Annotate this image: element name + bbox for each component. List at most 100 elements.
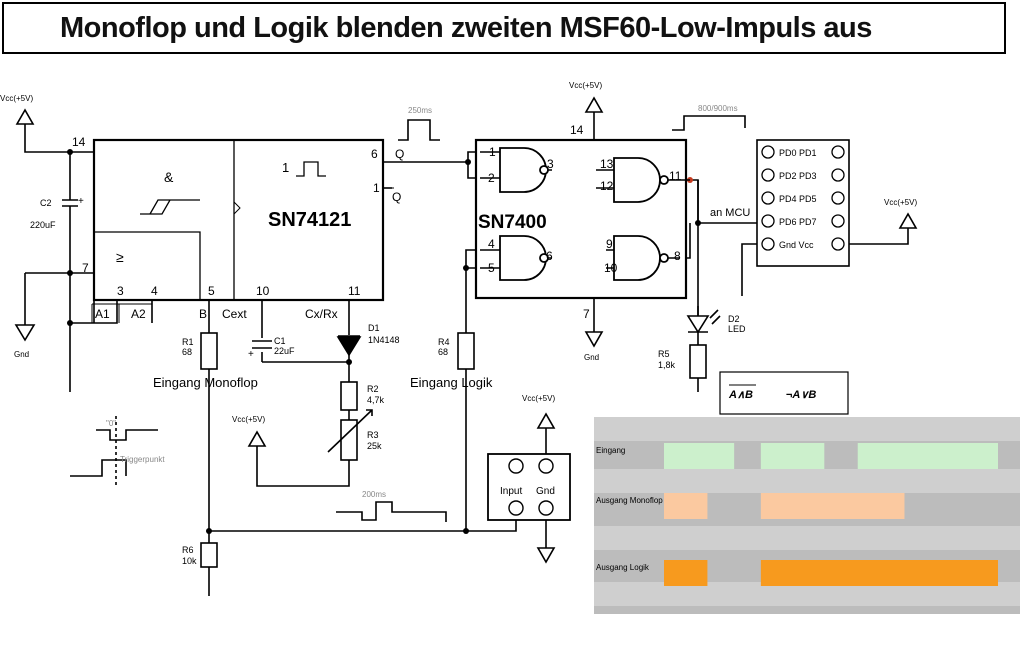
connector-pin-icon [761, 145, 775, 159]
pin-3: 3 [117, 284, 124, 298]
vcc-label: Vcc(+5V) [522, 394, 555, 403]
pulse-800-label: 800/900ms [698, 104, 738, 113]
vcc-arrow-icon [536, 412, 556, 429]
timing-high-segment [760, 443, 825, 469]
pin-4: 4 [151, 284, 158, 298]
eingang-monoflop-label: Eingang Monoflop [153, 375, 258, 390]
page-title: Monoflop und Logik blenden zweiten MSF60… [60, 12, 872, 44]
trigger-hi-label: "0" [106, 419, 116, 428]
c1-value: 22uF [274, 346, 295, 356]
b-label: B [199, 307, 207, 321]
resistor-r6 [200, 542, 218, 568]
d1-name: D1 [368, 323, 380, 333]
cxrx-label: Cx/Rx [305, 307, 338, 321]
pulse-200-label: 200ms [362, 490, 386, 499]
connector-pin-icon [761, 237, 775, 251]
pin-11: 11 [669, 169, 682, 183]
r2-value: 4,7k [367, 395, 385, 405]
vcc-label: Vcc(+5V) [884, 198, 917, 207]
r3-name: R3 [367, 430, 379, 440]
components [62, 199, 721, 568]
power-symbols [14, 96, 918, 564]
c2-value: 220uF [30, 220, 56, 230]
vcc-label: Vcc(+5V) [569, 81, 602, 90]
ground-icon [536, 547, 556, 564]
connector-pin-icon [831, 191, 845, 205]
timing-high-segment [664, 443, 735, 469]
ground-icon [14, 324, 36, 342]
r3-value: 25k [367, 441, 382, 451]
r4-value: 68 [438, 347, 448, 357]
eingang-logik-label: Eingang Logik [410, 375, 493, 390]
pin-10: 10 [256, 284, 270, 298]
vcc-label: Vcc(+5V) [0, 94, 33, 103]
connector-label: Gnd Vcc [779, 240, 814, 250]
formula-left: A∧B [728, 389, 753, 401]
schmitt-trigger-icon [140, 199, 200, 215]
pin-6: 6 [371, 147, 378, 161]
connector-pin-icon [831, 168, 845, 182]
timing-high-segment [760, 493, 905, 519]
pulse-label: 1 [282, 160, 289, 175]
pin-12: 12 [600, 179, 614, 193]
power-labels: Vcc(+5V) Gnd Vcc(+5V) Gnd Vcc(+5V) Vcc(+… [0, 81, 917, 424]
pin-7: 7 [583, 307, 590, 321]
gnd-label: Gnd [14, 350, 29, 359]
timing-band [594, 469, 1020, 493]
trigger-point-label: Triggerpunkt [120, 455, 165, 464]
q-label: Q [395, 147, 404, 161]
sensor-module: Input Gnd [487, 453, 571, 521]
timing-band [594, 417, 1020, 441]
led-d2-icon [686, 315, 710, 334]
vcc-arrow-icon [15, 108, 35, 125]
timing-high-segment [857, 443, 998, 469]
connector-label: PD0 PD1 [779, 148, 817, 158]
svg-text:+: + [78, 196, 84, 207]
r5-value: 1,8k [658, 360, 676, 370]
pulse-250-label: 250ms [408, 106, 432, 115]
pin-1: 1 [373, 181, 380, 195]
r5-name: R5 [658, 349, 670, 359]
nand-gate-icon [499, 235, 547, 281]
nand-gate-icon [613, 235, 661, 281]
d1-value: 1N4148 [368, 335, 400, 345]
c2-name: C2 [40, 198, 52, 208]
vcc-arrow-icon [247, 430, 267, 447]
resistor-r5 [689, 344, 707, 379]
pin-5: 5 [488, 261, 495, 275]
connector-pin-icon [761, 168, 775, 182]
nand-gate-icon [613, 157, 661, 203]
ground-icon [584, 331, 604, 348]
pulse-icon [296, 161, 326, 177]
timing-row-label: Ausgang Monoflop [596, 496, 663, 505]
capacitor-c1 [252, 340, 272, 349]
ic1-name: SN74121 [268, 209, 351, 231]
pin-14: 14 [72, 135, 86, 149]
signal-labels: Eingang Monoflop Eingang Logik an MCU 25… [106, 104, 750, 499]
capacitor-c2 [62, 199, 78, 207]
a2-label: A2 [131, 307, 146, 321]
svg-text:+: + [248, 349, 254, 360]
d2-value: LED [728, 324, 746, 334]
resistor-r1 [200, 332, 218, 370]
r6-value: 10k [182, 556, 197, 566]
qbar-label: Q [392, 190, 401, 204]
timing-high-segment [760, 560, 998, 586]
pin-2: 2 [488, 171, 495, 185]
pin-10: 10 [604, 261, 618, 275]
pin-4: 4 [488, 237, 495, 251]
pin-11: 11 [348, 284, 361, 298]
resistor-r4 [457, 332, 475, 370]
title-box: Monoflop und Logik blenden zweiten MSF60… [2, 2, 1006, 54]
timing-row-label: Ausgang Logik [596, 563, 650, 572]
vcc-label: Vcc(+5V) [232, 415, 265, 424]
r2-name: R2 [367, 384, 379, 394]
pin-14: 14 [570, 123, 584, 137]
r6-name: R6 [182, 545, 194, 555]
timing-row-label: Eingang [596, 446, 625, 455]
an-mcu-label: an MCU [710, 207, 750, 219]
pin-5: 5 [208, 284, 215, 298]
